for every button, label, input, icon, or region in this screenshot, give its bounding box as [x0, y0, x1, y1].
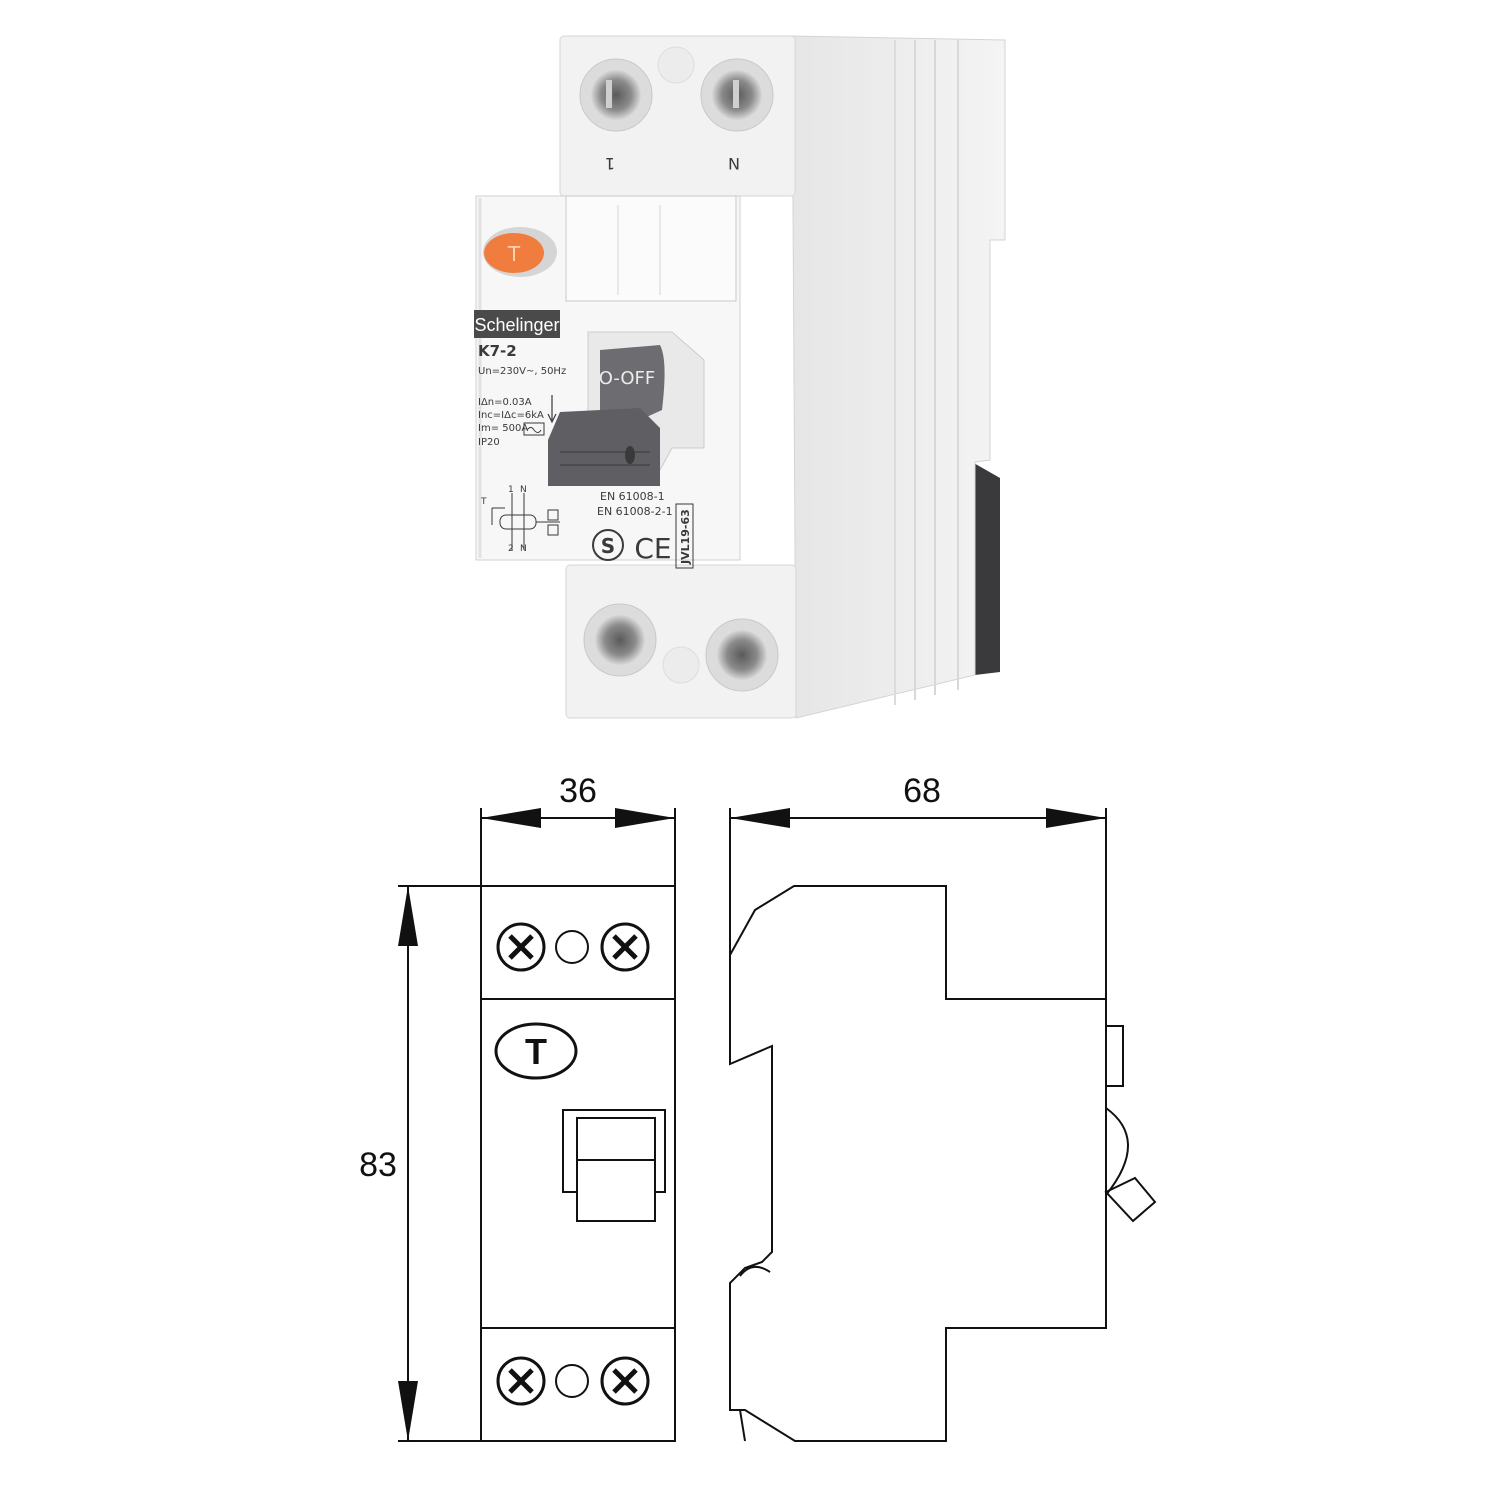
label-cover [565, 195, 737, 302]
terminal-top-left [579, 58, 653, 132]
spec-ip: IP20 [478, 437, 500, 448]
wiring-label-n-top: N [520, 485, 527, 495]
test-button[interactable] [484, 233, 544, 273]
front-screw-bottom [555, 1364, 589, 1398]
front-screw-top [555, 930, 589, 964]
toggle-upper [600, 345, 665, 420]
product-photo: 1 N T Schelinger K7-2 Un=230V~, 50Hz IΔn… [474, 35, 1006, 719]
front-view [398, 808, 676, 1442]
cert-code: JVL19-63 [679, 509, 692, 565]
din-clip [972, 462, 1000, 675]
wiring-label-1: 1 [508, 485, 514, 495]
front-terminal-bottom-right [600, 1356, 650, 1406]
side-toggle-handle [1104, 1176, 1157, 1223]
terminal-label-n: N [728, 154, 740, 173]
ce-mark: CE [634, 532, 671, 565]
terminal-bottom-left [583, 603, 657, 677]
spec-making: Im= 500A [478, 423, 528, 434]
cert-code-box [675, 503, 694, 569]
standard-2: EN 61008-2-1 [597, 505, 673, 518]
wiring-label-t: T [480, 497, 487, 507]
s-mark-label: S [601, 534, 615, 558]
brand-bar [474, 310, 560, 338]
screw-hole-bottom [662, 646, 700, 684]
screw-hole-top [657, 46, 695, 84]
wiring-label-2: 2 [508, 544, 514, 554]
terminal-bottom-right [705, 618, 779, 692]
front-test-symbol-label: T [525, 1031, 547, 1072]
side-toggle-curve [1105, 1107, 1129, 1196]
wiring-label-n-bottom: N [520, 544, 527, 554]
front-test-symbol [494, 1022, 578, 1080]
model-label: K7-2 [478, 342, 517, 360]
front-outline [480, 885, 676, 1442]
front-terminal-top-right [600, 922, 650, 972]
spec-short-circuit: Inc=IΔc=6kA [478, 410, 544, 421]
trip-arrow-icon [547, 395, 557, 424]
side-view [729, 808, 1157, 1442]
terminal-label-1: 1 [605, 154, 615, 173]
side-outline [729, 885, 1107, 1442]
width-dimension-label: 36 [559, 772, 597, 810]
front-toggle [576, 1117, 656, 1222]
standard-1: EN 61008-1 [600, 490, 665, 503]
side-test-protrusion [1105, 1025, 1124, 1087]
toggle-handle[interactable] [548, 408, 660, 486]
s-mark-icon [592, 529, 624, 561]
spec-voltage: Un=230V~, 50Hz [478, 366, 566, 377]
height-dimension-label: 83 [359, 1146, 397, 1184]
body-side [791, 35, 1006, 719]
ac-type-box [523, 422, 545, 436]
wiring-diagram [491, 493, 560, 550]
front-terminal-bottom-left [496, 1356, 546, 1406]
toggle-label: O-OFF [599, 368, 656, 389]
depth-dimension-label: 68 [903, 772, 941, 810]
brand-name: Schelinger [474, 315, 559, 335]
dimension-drawing [398, 808, 1157, 1442]
spec-residual: IΔn=0.03A [478, 397, 532, 408]
terminal-top-right [700, 58, 774, 132]
front-terminal-top-left [496, 922, 546, 972]
test-button-label: T [507, 242, 521, 266]
